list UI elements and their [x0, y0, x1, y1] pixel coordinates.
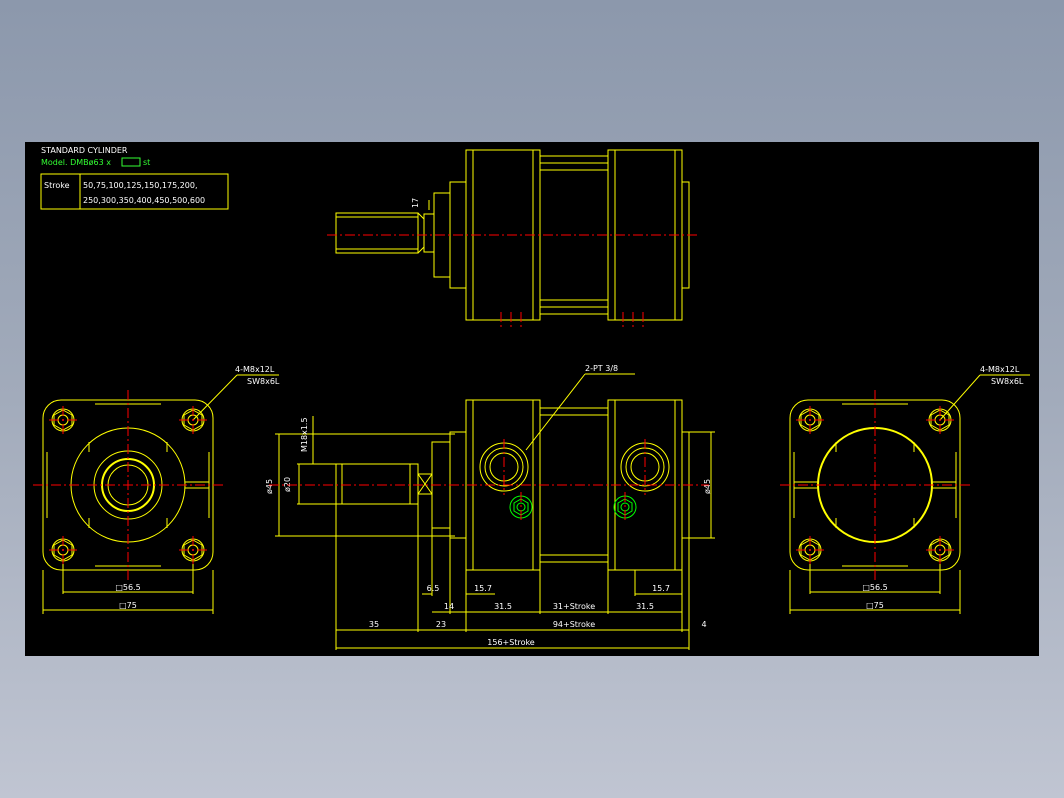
dim-15-7-left: 15.7: [474, 584, 492, 593]
dim-14: 14: [444, 602, 454, 611]
right-end-view: 4-M8x12L SW8x6L □56.5 □75: [789, 365, 1030, 614]
dim-31-5-right: 31.5: [636, 602, 654, 611]
right-inner-square-dim: □56.5: [862, 583, 887, 592]
front-thread-label: M18x1.5: [300, 417, 309, 452]
dim-4: 4: [701, 620, 706, 629]
left-inner-square-dim: □56.5: [115, 583, 140, 592]
dim-35: 35: [369, 620, 379, 629]
cad-drawing: STANDARD CYLINDER Model. DMBø63 x st Str…: [33, 146, 1030, 650]
dim-31-stroke: 31+Stroke: [553, 602, 595, 611]
top-piston-rod: [335, 212, 419, 254]
cad-drawing-area[interactable]: STANDARD CYLINDER Model. DMBø63 x st Str…: [25, 142, 1039, 656]
front-rod-dia: ø20: [283, 477, 292, 492]
rod-width-label: 17: [411, 198, 420, 208]
dim-15-7-right: 15.7: [652, 584, 670, 593]
dim-156-stroke: 156+Stroke: [487, 638, 535, 647]
right-outer-square-dim: □75: [866, 601, 884, 610]
left-outer-square-dim: □75: [119, 601, 137, 610]
dim-94-stroke: 94+Stroke: [553, 620, 595, 629]
front-centerlines: [269, 439, 709, 522]
front-green-ports: [509, 495, 637, 519]
model-label: Model. DMBø63 x: [41, 158, 111, 167]
front-body-dia-right: ø45: [703, 479, 712, 494]
front-piston-rod: [335, 463, 419, 505]
left-mount-thread: 4-M8x12L: [235, 365, 275, 374]
front-body-dia-left: ø45: [265, 479, 274, 494]
stroke-values-row-2: 250,300,350,400,450,500,600: [83, 196, 205, 205]
drawing-title: STANDARD CYLINDER: [41, 146, 128, 155]
right-mount-thread: 4-M8x12L: [980, 365, 1020, 374]
port-label: 2-PT 3/8: [585, 364, 618, 373]
left-mount-spot: SW8x6L: [247, 377, 280, 386]
front-view: 2-PT 3/8 ø45 ø20 M18x1.5 ø45 6.5 15.7 15…: [265, 364, 715, 650]
stroke-table: [40, 173, 229, 210]
stroke-values-row-1: 50,75,100,125,150,175,200,: [83, 181, 198, 190]
right-centerlines: [780, 390, 970, 580]
left-centerlines: [33, 390, 223, 580]
right-mount-spot: SW8x6L: [991, 377, 1024, 386]
top-centerlines: [327, 234, 699, 328]
left-end-view: 4-M8x12L SW8x6L □56.5 □75: [42, 365, 280, 614]
dim-23: 23: [436, 620, 446, 629]
model-stroke-box: [121, 157, 141, 167]
dim-31-5-left: 31.5: [494, 602, 512, 611]
title-block: STANDARD CYLINDER Model. DMBø63 x st Str…: [40, 146, 229, 210]
stroke-label: Stroke: [44, 181, 70, 190]
model-suffix: st: [143, 158, 150, 167]
dim-6-5: 6.5: [427, 584, 440, 593]
